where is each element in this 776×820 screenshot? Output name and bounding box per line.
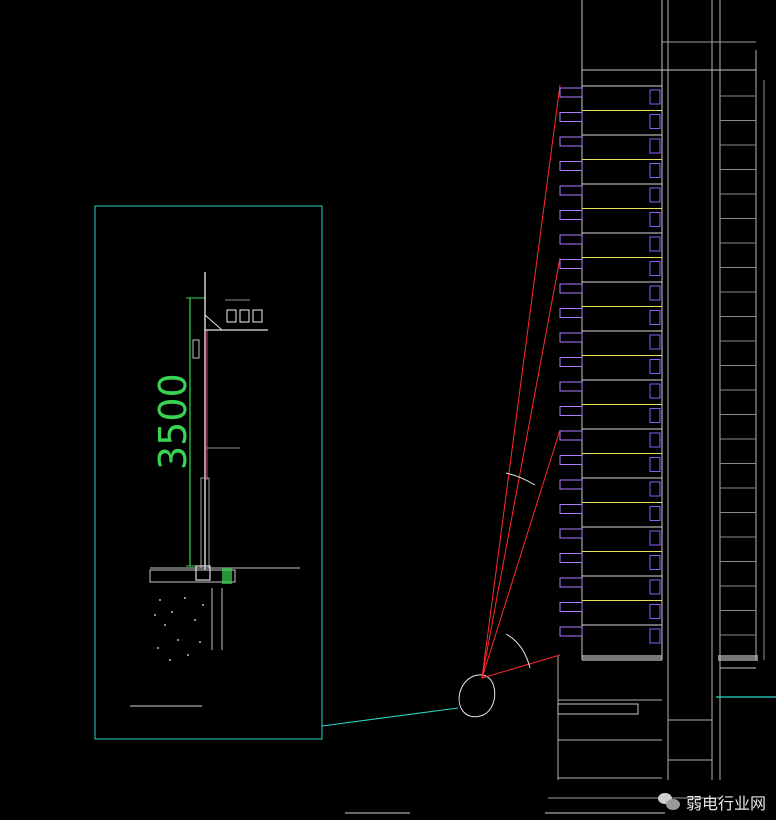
window-unit [649, 285, 661, 301]
window-unit [649, 628, 661, 644]
window-unit [649, 457, 661, 472]
window-unit [649, 310, 661, 325]
soil-hatch [154, 597, 204, 661]
mast-brace [204, 314, 223, 331]
window-unit [649, 89, 661, 105]
window-unit [649, 506, 661, 521]
signal-line [481, 429, 561, 679]
window-unit [649, 481, 661, 497]
detail-connector [321, 707, 459, 727]
detail-panel: 3500 [94, 205, 323, 740]
building-section [548, 0, 776, 799]
balcony-unit [559, 357, 583, 367]
balcony-unit [559, 87, 583, 98]
floor-levels [559, 85, 756, 644]
antenna-unit-1 [226, 309, 237, 323]
window-unit [649, 359, 661, 374]
antenna-unit-2 [239, 309, 250, 323]
coverage-arc-upper [505, 472, 536, 486]
balcony-unit [559, 259, 583, 269]
balcony-unit [559, 479, 583, 490]
signal-lines [481, 84, 561, 679]
window-unit [649, 334, 661, 350]
balcony-unit [559, 455, 583, 465]
balcony-unit [559, 210, 583, 220]
window-unit [649, 383, 661, 399]
balcony-unit [559, 528, 583, 539]
balcony-unit [559, 381, 583, 392]
wechat-icon [657, 793, 680, 811]
balcony-unit [559, 332, 583, 343]
signal-line [481, 84, 561, 679]
balcony-unit [559, 185, 583, 196]
antenna-unit-3 [252, 309, 263, 323]
window-unit [649, 187, 661, 203]
window-unit [649, 604, 661, 619]
window-unit [649, 530, 661, 546]
balcony-unit [559, 112, 583, 122]
coverage-arc-lower [505, 633, 531, 669]
mast-footing [195, 565, 211, 581]
window-unit [649, 432, 661, 448]
balcony-unit [559, 430, 583, 441]
balcony-unit [559, 308, 583, 318]
watermark-text: 弱电行业网 [685, 794, 766, 813]
window-unit [649, 555, 661, 570]
balcony-unit [559, 553, 583, 563]
window-unit [649, 163, 661, 178]
signal-line [481, 257, 561, 679]
window-unit [649, 579, 661, 595]
balcony-unit [559, 577, 583, 588]
window-unit [649, 114, 661, 129]
window-unit [649, 408, 661, 423]
window-unit [649, 138, 661, 154]
detail-frame [94, 205, 323, 740]
dimension-label: 3500 [151, 373, 195, 470]
balcony-unit [559, 283, 583, 294]
balcony-unit [559, 234, 583, 245]
signal-line [481, 654, 561, 679]
antenna-callout-bubble [458, 674, 496, 718]
balcony-unit [559, 136, 583, 147]
green-marker [222, 568, 232, 584]
balcony-unit [559, 504, 583, 514]
window-unit [649, 261, 661, 276]
window-unit [649, 212, 661, 227]
balcony-unit [559, 406, 583, 416]
balcony-unit [559, 161, 583, 171]
window-unit [649, 236, 661, 252]
balcony-unit [559, 626, 583, 637]
watermark: 弱电行业网 [657, 790, 766, 814]
balcony-unit [559, 602, 583, 612]
roof-slab [149, 569, 236, 583]
junction-box [192, 339, 200, 359]
